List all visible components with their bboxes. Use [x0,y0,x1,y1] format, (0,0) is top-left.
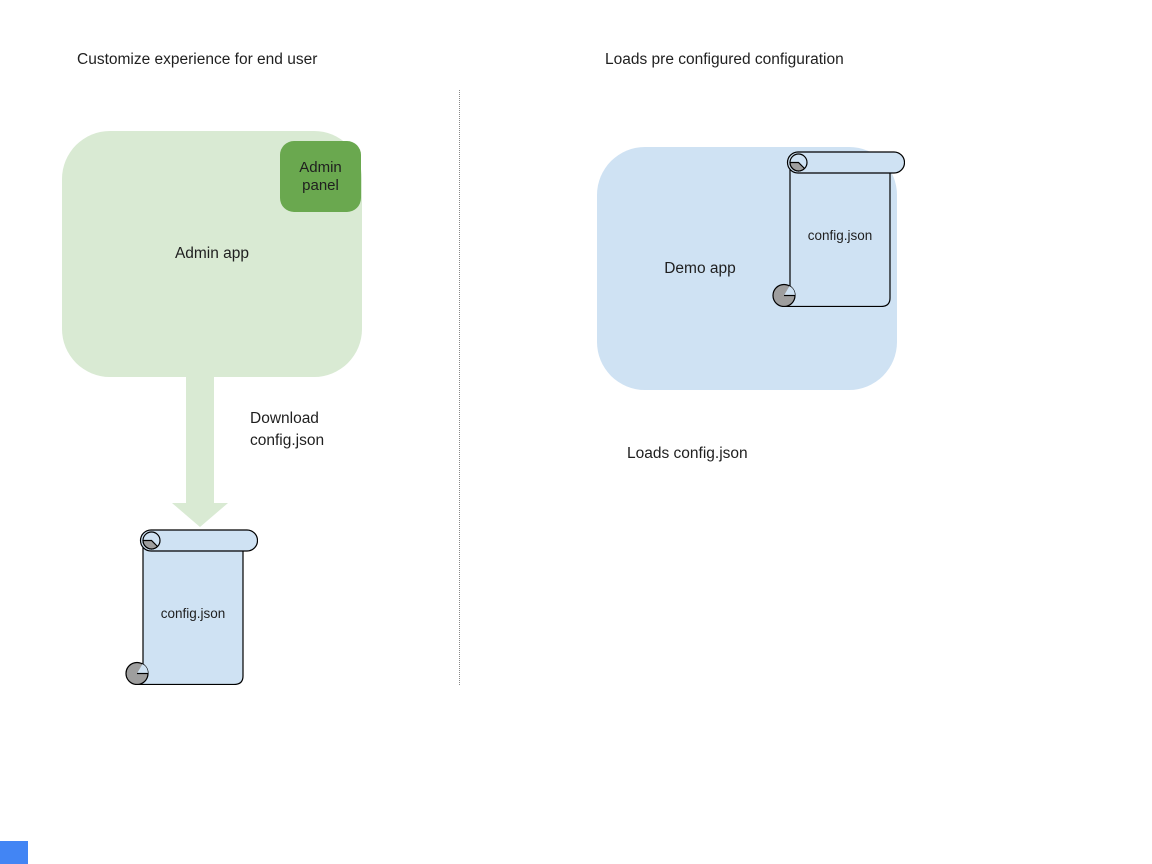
demo-app-label: Demo app [664,259,736,277]
config-json-scroll-left: config.json [123,529,258,685]
admin-app-label: Admin app [174,245,250,262]
scroll-shape-icon [772,151,905,307]
right-section-title: Loads pre configured configuration [605,51,844,68]
config-json-label-left: config.json [160,605,226,621]
left-section-title: Customize experience for end user [77,51,318,68]
admin-app-box: Admin app Admin panel [62,131,362,377]
download-arrow-label: Download config.json [250,410,325,449]
admin-panel-label: Admin panel [299,158,342,194]
loads-config-caption: Loads config.json [627,445,748,462]
scroll-shape-icon [125,529,258,685]
corner-blue-square [0,841,28,864]
section-divider [459,90,460,685]
admin-panel-box: Admin panel [280,141,361,212]
config-json-scroll-right: config.json [770,151,905,307]
download-arrow-icon [172,377,228,527]
config-json-label-right: config.json [807,227,873,243]
